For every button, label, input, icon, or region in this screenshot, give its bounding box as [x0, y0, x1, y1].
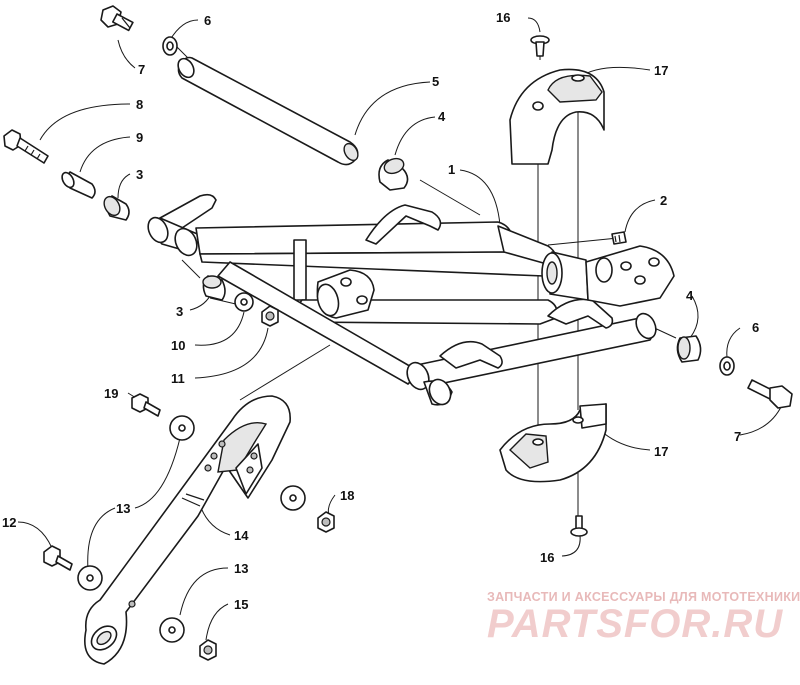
- callout-9: 9: [136, 130, 143, 145]
- callout-5: 5: [432, 74, 439, 89]
- bolt-19: [131, 393, 161, 417]
- callout-10: 10: [171, 338, 185, 353]
- callout-4-right: 4: [686, 288, 694, 303]
- callout-19: 19: [104, 386, 118, 401]
- bushing-3-lower: [202, 275, 226, 301]
- callout-7-right: 7: [734, 429, 741, 444]
- bushing-4-right: [676, 335, 702, 363]
- callout-12: 12: [2, 515, 16, 530]
- callout-4-top: 4: [438, 109, 446, 124]
- callout-3-upper: 3: [136, 167, 143, 182]
- washer-13-mid: [280, 485, 306, 511]
- strap-14: [84, 395, 291, 665]
- bushing-4-top: [378, 157, 409, 191]
- swing-arm-frame-1: [147, 193, 675, 406]
- callout-3-lower: 3: [176, 304, 183, 319]
- callout-16-bottom: 16: [540, 550, 554, 565]
- washer-10: [234, 292, 254, 312]
- callout-8: 8: [136, 97, 143, 112]
- nut-11: [261, 305, 279, 327]
- bolt-12: [43, 545, 73, 571]
- washer-13-lower-left: [77, 565, 103, 591]
- washer-13-lower-right: [159, 617, 185, 643]
- washer-6-right: [719, 356, 735, 376]
- callout-6-right: 6: [752, 320, 759, 335]
- bolt-7-top: [100, 5, 134, 32]
- callout-17-upper: 17: [654, 63, 668, 78]
- callout-16-top: 16: [496, 10, 510, 25]
- callout-14: 14: [234, 528, 249, 543]
- watermark-logo: PARTSFOR.RU: [487, 602, 784, 646]
- shaft-5: [177, 56, 359, 166]
- cap-17-upper: [509, 68, 605, 165]
- nut-15: [199, 639, 217, 661]
- callout-2: 2: [660, 193, 667, 208]
- bolt-8: [3, 129, 49, 164]
- callout-15: 15: [234, 597, 248, 612]
- callout-13-lower: 13: [234, 561, 248, 576]
- watermark-tagline: ЗАПЧАСТИ И АКСЕССУАРЫ ДЛЯ МОТОТЕХНИКИ: [487, 590, 800, 604]
- bushing-3-upper: [103, 195, 130, 221]
- washer-6-top: [162, 36, 178, 56]
- set-screw-2: [611, 231, 627, 245]
- cap-17-lower: [499, 403, 607, 483]
- spacer-9: [61, 171, 96, 199]
- leader-lines: [17, 17, 783, 641]
- screw-16-bottom: [570, 515, 588, 537]
- screw-16-top: [530, 35, 550, 57]
- callout-13-upper: 13: [116, 501, 130, 516]
- callout-18: 18: [340, 488, 354, 503]
- nut-18: [317, 511, 335, 533]
- callout-labels: 16 6 7 17 5 8 4 9 1 3 2 3 4 10 6 11 19 7…: [2, 10, 759, 612]
- bolt-7-right: [747, 379, 793, 409]
- callout-6-top: 6: [204, 13, 211, 28]
- washer-13-upper: [169, 415, 195, 441]
- callout-7-top: 7: [138, 62, 145, 77]
- callout-1: 1: [448, 162, 455, 177]
- callout-11: 11: [171, 371, 185, 386]
- callout-17-lower: 17: [654, 444, 668, 459]
